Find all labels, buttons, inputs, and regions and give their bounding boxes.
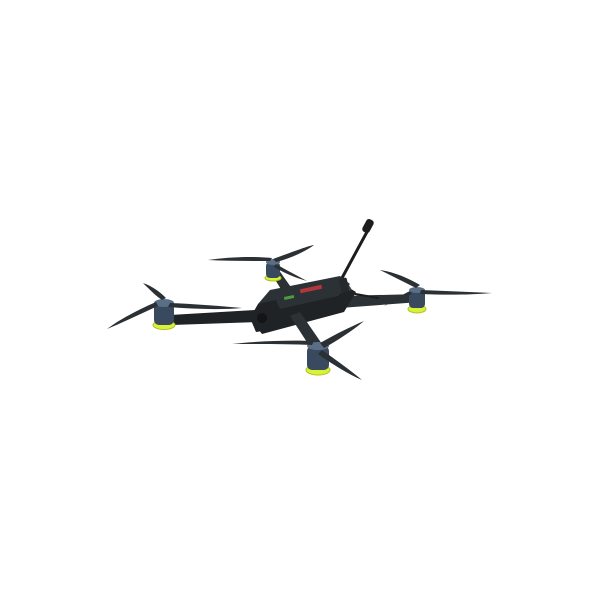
propeller-front-left-blade-3 [107, 302, 158, 329]
propeller-back-left-blade-3 [274, 264, 307, 281]
propeller-front-left-blade-1 [143, 283, 166, 300]
rear-standoff [339, 277, 349, 293]
propeller-back-right-blade-2 [420, 290, 492, 295]
motor-back-left [264, 259, 282, 282]
arm-front-right-beam [290, 312, 322, 350]
motor-back-right [407, 287, 427, 314]
propeller-back-left-blade-2 [208, 256, 272, 261]
electronics-board-green [283, 294, 295, 300]
arm-front-left [170, 310, 258, 325]
propeller-back-right-blade-1 [380, 270, 420, 288]
propeller-front-left-blade-2 [168, 303, 242, 310]
propeller-front-right-blade-2 [232, 340, 314, 345]
arm-front-left-beam [170, 310, 258, 325]
motor-front-left-bell [154, 303, 174, 325]
propeller-back-right [380, 270, 492, 306]
antenna-tip [362, 218, 374, 234]
motor-back-right-bell [409, 290, 425, 308]
electronics-board-red [299, 284, 323, 294]
propeller-back-right-blade-3 [384, 291, 412, 306]
propeller-front-right-blade-1 [320, 321, 364, 348]
camera-lens [257, 313, 267, 323]
frame-top-plate [258, 276, 350, 312]
arm-front-right [290, 312, 322, 350]
propeller-front-right-blade-3 [318, 350, 362, 380]
propeller-back-left [208, 245, 314, 281]
frame-body [250, 276, 356, 334]
propeller-front-right [232, 321, 364, 380]
propeller-front-left [107, 283, 242, 329]
motor-front-left [152, 299, 176, 330]
propeller-back-left-blade-1 [273, 245, 314, 262]
antenna-mast [340, 228, 370, 280]
